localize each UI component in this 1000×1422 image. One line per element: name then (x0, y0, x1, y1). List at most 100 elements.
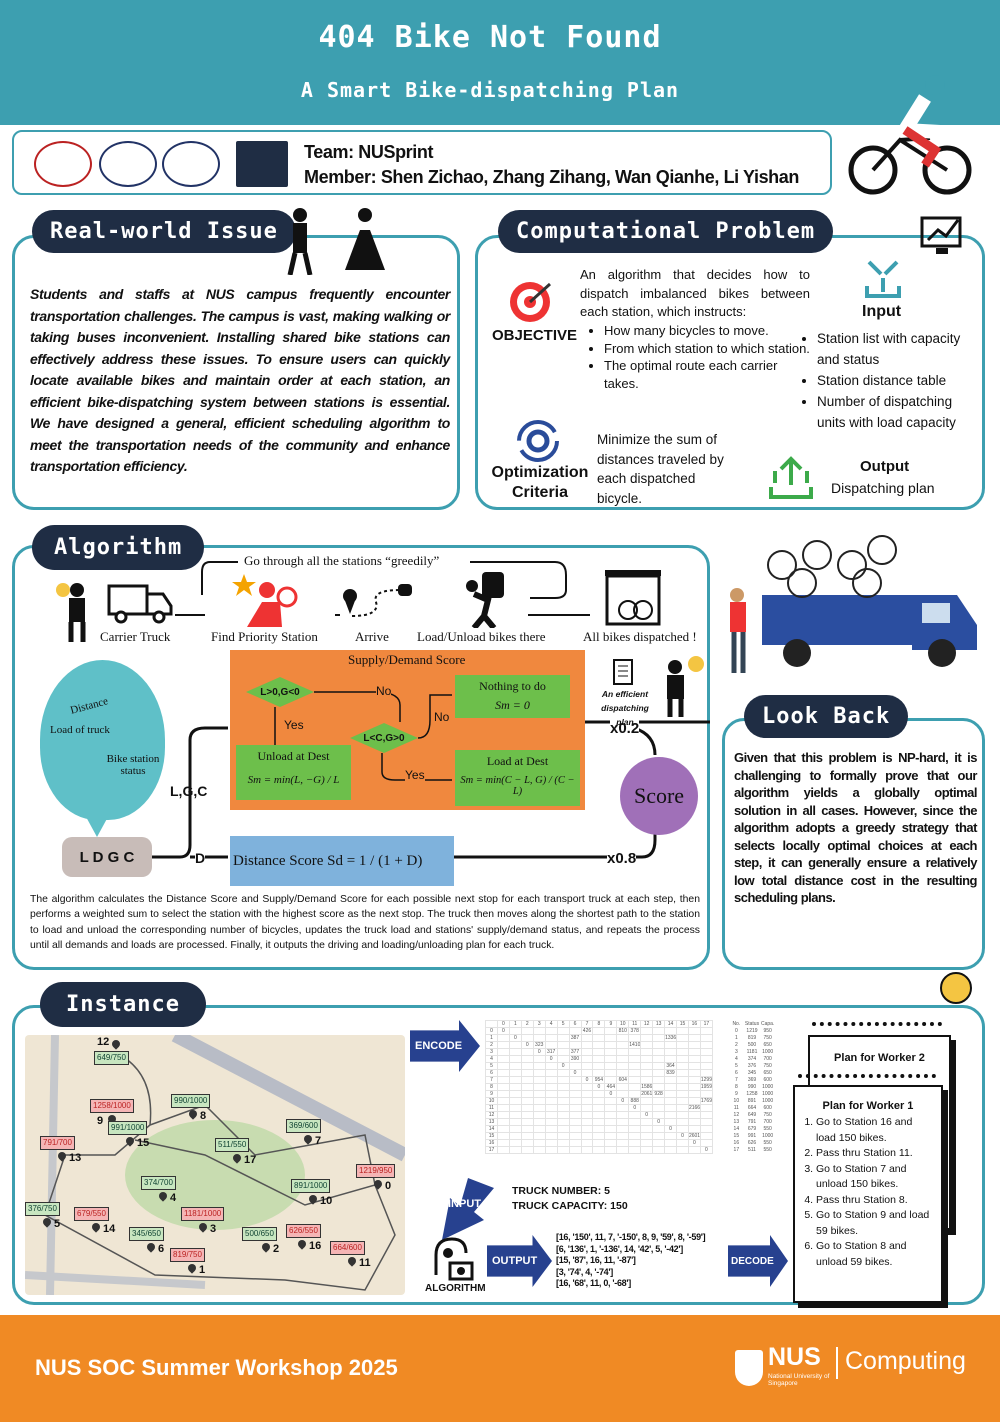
matrix-col-header: 7 (580, 1020, 594, 1028)
matrix-cell (544, 1146, 558, 1154)
matrix-cell (508, 1146, 522, 1154)
station-status-label: 819/750 (170, 1248, 205, 1262)
matrix-cell (640, 1041, 654, 1049)
station-table-cell: 13 (733, 1119, 740, 1125)
matrix-cell (652, 1146, 666, 1154)
matrix-cell (604, 1076, 618, 1084)
station-table-cell: 4 (734, 1056, 738, 1062)
station-table-cell: 17 (733, 1147, 740, 1153)
truck-icon (107, 582, 175, 629)
matrix-cell (568, 1132, 582, 1140)
station-number: 6 (158, 1243, 165, 1255)
matrix-cell (628, 1118, 642, 1126)
matrix-cell (556, 1027, 570, 1035)
criteria-label-2: Criteria (511, 484, 569, 501)
truck-capacity: TRUCK CAPACITY: 150 (512, 1200, 628, 1212)
matrix-cell: 0 (556, 1062, 570, 1070)
station-number: 15 (137, 1137, 150, 1149)
matrix-cell (532, 1146, 546, 1154)
matrix-cell: 0 (628, 1104, 642, 1112)
matrix-cell (676, 1027, 689, 1035)
matrix-cell (496, 1111, 510, 1119)
weight-02: x0.2 (610, 720, 640, 737)
station-table-cell: 750 (763, 1063, 772, 1069)
matrix-cell (544, 1027, 558, 1035)
matrix-cell (544, 1097, 558, 1105)
plan-worker-1: Plan for Worker 1 Go to Station 16 and l… (793, 1085, 943, 1303)
matrix-cell (544, 1083, 558, 1091)
logo-divider (836, 1347, 838, 1379)
station-number: 16 (309, 1240, 322, 1252)
matrix-cell (532, 1062, 546, 1070)
matrix-cell (592, 1034, 606, 1042)
matrix-cell (628, 1146, 642, 1154)
matrix-cell (676, 1034, 689, 1042)
university-logo-4 (236, 141, 288, 187)
matrix-cell (592, 1146, 606, 1154)
matrix-cell: 387 (568, 1034, 582, 1042)
matrix-cell (592, 1027, 606, 1035)
matrix-cell (556, 1125, 570, 1133)
matrix-cell: 0 (568, 1069, 582, 1077)
matrix-cell (652, 1083, 666, 1091)
station-table-cell: 2 (734, 1042, 738, 1048)
matrix-cell (520, 1139, 534, 1147)
station-number: 8 (200, 1110, 207, 1122)
matrix-cell (508, 1097, 522, 1105)
matrix-cell (616, 1139, 630, 1147)
algorithm-label: ALGORITHM (425, 1283, 486, 1294)
matrix-cell: 888 (628, 1097, 642, 1105)
matrix-cell (568, 1146, 582, 1154)
matrix-cell (687, 1090, 701, 1098)
matrix-cell (699, 1041, 714, 1049)
matrix-cell (580, 1041, 594, 1049)
matrix-row-header: 15 (485, 1132, 498, 1140)
worker-happy-icon (660, 655, 705, 722)
plan2-title: Plan for Worker 2 (834, 1052, 925, 1064)
matrix-col-header: 2 (520, 1020, 534, 1028)
station-status-label: 345/650 (129, 1227, 164, 1241)
matrix-cell (640, 1055, 654, 1063)
station-status-label: 1181/1000 (181, 1207, 225, 1221)
station-table-cell: 700 (763, 1119, 772, 1125)
team-members: Member: Shen Zichao, Zhang Zihang, Wan Q… (304, 167, 799, 187)
step-arrive: Arrive (355, 629, 389, 644)
station-number: 10 (320, 1195, 333, 1207)
step-carrier-truck: Carrier Truck (100, 629, 171, 644)
matrix-cell (616, 1034, 630, 1042)
matrix-cell (544, 1111, 558, 1119)
matrix-cell (652, 1034, 666, 1042)
matrix-cell (508, 1090, 522, 1098)
criteria-label-1: Optimization (491, 464, 589, 481)
matrix-cell (556, 1111, 570, 1119)
station-table-cell: 700 (763, 1056, 772, 1062)
station-table-cell: 11 (733, 1105, 739, 1111)
matrix-col-header: 16 (687, 1020, 701, 1028)
station-table-cell: 950 (763, 1028, 772, 1034)
problem-panel (475, 235, 985, 510)
matrix-cell (664, 1097, 677, 1105)
matrix-cell (676, 1076, 689, 1084)
station-status-label: 369/600 (286, 1119, 321, 1133)
matrix-cell (652, 1139, 666, 1147)
matrix-cell (496, 1090, 510, 1098)
matrix-cell (568, 1090, 582, 1098)
matrix-cell: 0 (616, 1097, 630, 1105)
matrix-cell (699, 1055, 714, 1063)
matrix-cell: 0 (520, 1041, 534, 1049)
matrix-cell (628, 1055, 642, 1063)
notebook-rings-1 (798, 1074, 936, 1082)
matrix-cell (496, 1097, 510, 1105)
matrix-cell (532, 1090, 546, 1098)
matrix-col-header: 10 (616, 1020, 630, 1028)
matrix-cell (687, 1041, 701, 1049)
matrix-cell (699, 1027, 714, 1035)
step-all-dispatched: All bikes dispatched ! (583, 629, 697, 644)
matrix-cell: 0 (604, 1090, 618, 1098)
matrix-cell (652, 1069, 666, 1077)
matrix-cell (616, 1062, 630, 1070)
bubble-distance: Distance (69, 695, 110, 717)
